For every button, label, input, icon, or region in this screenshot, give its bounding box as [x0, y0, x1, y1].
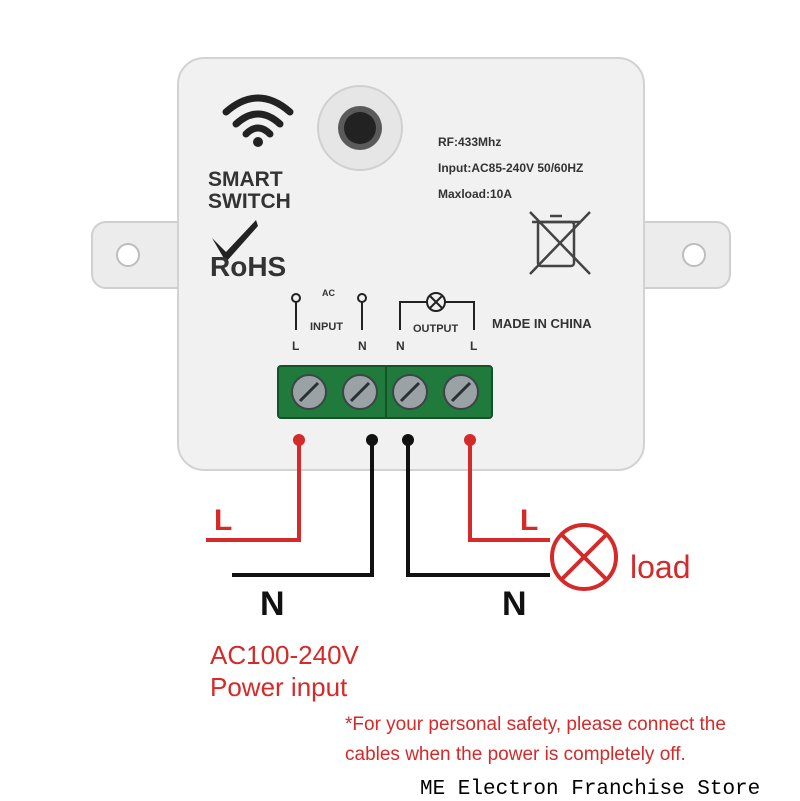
- store-watermark: ME Electron Franchise Store: [420, 778, 761, 801]
- input-terminal-icons: [291, 293, 367, 330]
- rohs-label: RoHS: [210, 251, 286, 282]
- input-label: INPUT: [310, 321, 343, 333]
- brand-line2: SWITCH: [208, 190, 291, 213]
- live-input-dot: [293, 434, 305, 446]
- ac-label: AC: [322, 288, 335, 298]
- spec-maxload: Maxload:10A: [438, 187, 512, 201]
- terminal-screw-4[interactable]: [443, 374, 479, 410]
- power-input-voltage: AC100-240V: [210, 640, 359, 670]
- live-input-wire: [206, 440, 301, 542]
- spec-rf: RF:433Mhz: [438, 135, 501, 149]
- terminal-label-n2: N: [396, 339, 405, 353]
- terminal-label-l2: L: [470, 339, 477, 353]
- terminal-screw-2[interactable]: [342, 374, 378, 410]
- neutral-input-dot: [366, 434, 378, 446]
- load-lamp-icon: [550, 523, 618, 591]
- neutral-output-dot: [402, 434, 414, 446]
- lamp-icon: [399, 292, 475, 330]
- terminal-label-n1: N: [358, 339, 367, 353]
- live-input-label: L: [214, 504, 232, 537]
- spec-input: Input:AC85-240V 50/60HZ: [438, 161, 583, 175]
- live-output-label: L: [520, 504, 538, 537]
- safety-note-line1: *For your personal safety, please connec…: [345, 714, 726, 735]
- power-input-label: Power input: [210, 672, 348, 702]
- brand-line1: SMART: [208, 168, 283, 191]
- wifi-icon: [222, 94, 294, 147]
- neutral-output-label: N: [502, 585, 527, 623]
- neutral-input-label: N: [260, 585, 285, 623]
- pair-button[interactable]: [317, 85, 403, 171]
- neutral-output-wire: [406, 440, 550, 577]
- output-label: OUTPUT: [413, 323, 459, 335]
- live-output-dot: [464, 434, 476, 446]
- mounting-ear-right: [629, 221, 731, 289]
- weee-bin-icon: [529, 211, 591, 275]
- live-output-wire: [468, 440, 550, 542]
- check-mark-icon: [212, 220, 258, 262]
- load-label: load: [630, 549, 691, 585]
- neutral-input-wire: [232, 440, 374, 577]
- origin-label: MADE IN CHINA: [492, 316, 592, 331]
- terminal-screw-3[interactable]: [392, 374, 428, 410]
- terminal-screw-1[interactable]: [291, 374, 327, 410]
- terminal-label-l1: L: [292, 339, 299, 353]
- safety-note-line2: cables when the power is completely off.: [345, 744, 686, 765]
- terminal-block: [277, 365, 493, 419]
